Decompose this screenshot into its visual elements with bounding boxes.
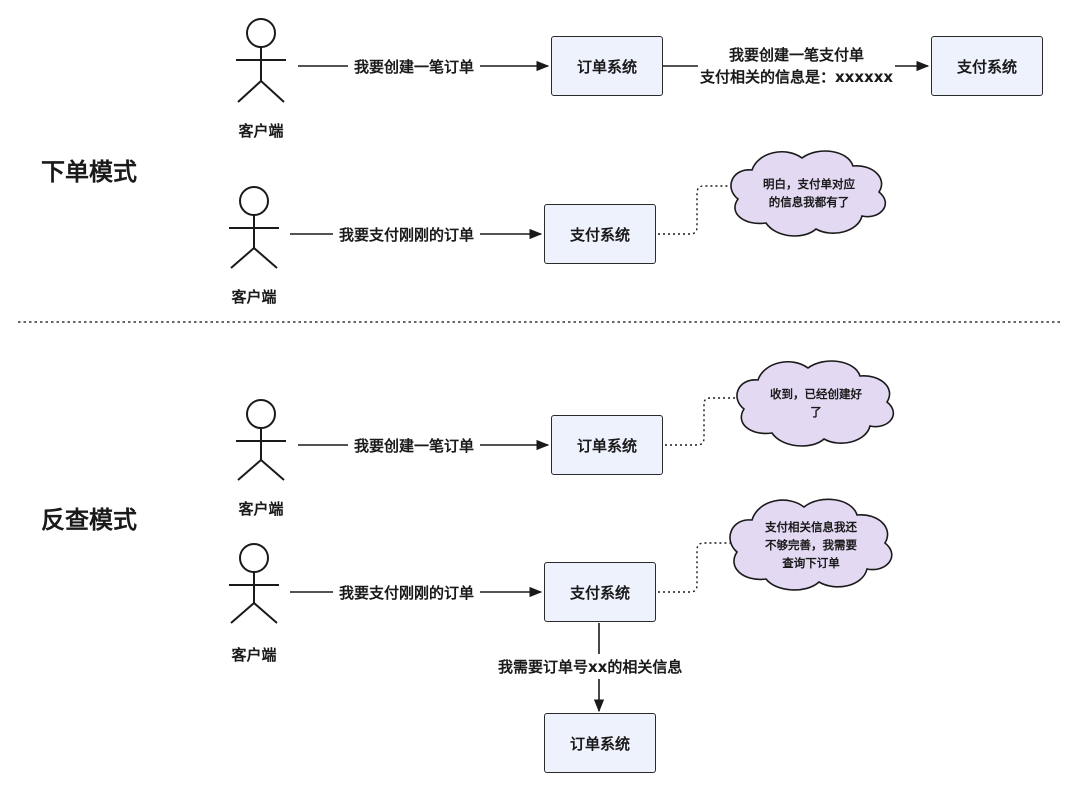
cloud-text-line: 的信息我都有了 (768, 195, 850, 209)
cloud-connector-1 (658, 185, 735, 235)
edge-label-create-order: 我要创建一笔订单 (348, 435, 481, 456)
section-title-reverse-mode: 反查模式 (41, 506, 137, 534)
actor-label-client: 客户端 (238, 500, 284, 518)
edge-label-create-payment: 我要创建一笔支付单 支付相关的信息是：xxxxxx (698, 44, 896, 88)
cloud-shape-2 (736, 360, 895, 447)
cloud-text-payment-lookup: 支付相关信息我还 不够完善，我需要 查询下订单 (751, 518, 871, 572)
order-system-box: 订单系统 (551, 415, 663, 475)
order-system-box: 订单系统 (551, 36, 663, 96)
cloud-text-line: 查询下订单 (782, 556, 840, 570)
order-system-box: 订单系统 (544, 713, 656, 773)
payment-system-box: 支付系统 (544, 562, 656, 622)
cloud-connector-2 (665, 397, 742, 446)
actor-figure-2 (229, 186, 279, 269)
cloud-shape-1 (730, 150, 887, 237)
edge-label-create-payment-line2: 支付相关的信息是：xxxxxx (700, 68, 894, 86)
cloud-shape-3 (729, 498, 893, 591)
edge-label-create-order: 我要创建一笔订单 (348, 56, 481, 77)
payment-system-box: 支付系统 (931, 36, 1043, 96)
cloud-text-line: 支付相关信息我还 (765, 520, 857, 534)
actor-label-client: 客户端 (231, 646, 277, 664)
cloud-text-line: 了 (810, 405, 822, 419)
actor-label-client: 客户端 (238, 122, 284, 140)
section-title-order-mode: 下单模式 (41, 158, 137, 186)
edge-label-pay-order: 我要支付刚刚的订单 (333, 224, 481, 245)
actor-figure-4 (229, 543, 279, 624)
cloud-text-payment-ok: 明白，支付单对应 的信息我都有了 (749, 175, 869, 211)
actor-figure-1 (236, 18, 286, 103)
edge-label-need-order-info: 我需要订单号xx的相关信息 (494, 654, 687, 679)
cloud-connector-3 (658, 542, 734, 593)
actor-figure-3 (236, 399, 286, 481)
cloud-text-order-created: 收到，已经创建好 了 (756, 385, 876, 421)
edge-label-create-payment-line1: 我要创建一笔支付单 (729, 46, 865, 64)
edge-label-pay-order: 我要支付刚刚的订单 (333, 582, 481, 603)
actor-label-client: 客户端 (231, 288, 277, 306)
payment-system-box: 支付系统 (544, 204, 656, 264)
cloud-text-line: 不够完善，我需要 (765, 538, 857, 552)
cloud-text-line: 收到，已经创建好 (770, 387, 862, 401)
cloud-text-line: 明白，支付单对应 (763, 177, 855, 191)
